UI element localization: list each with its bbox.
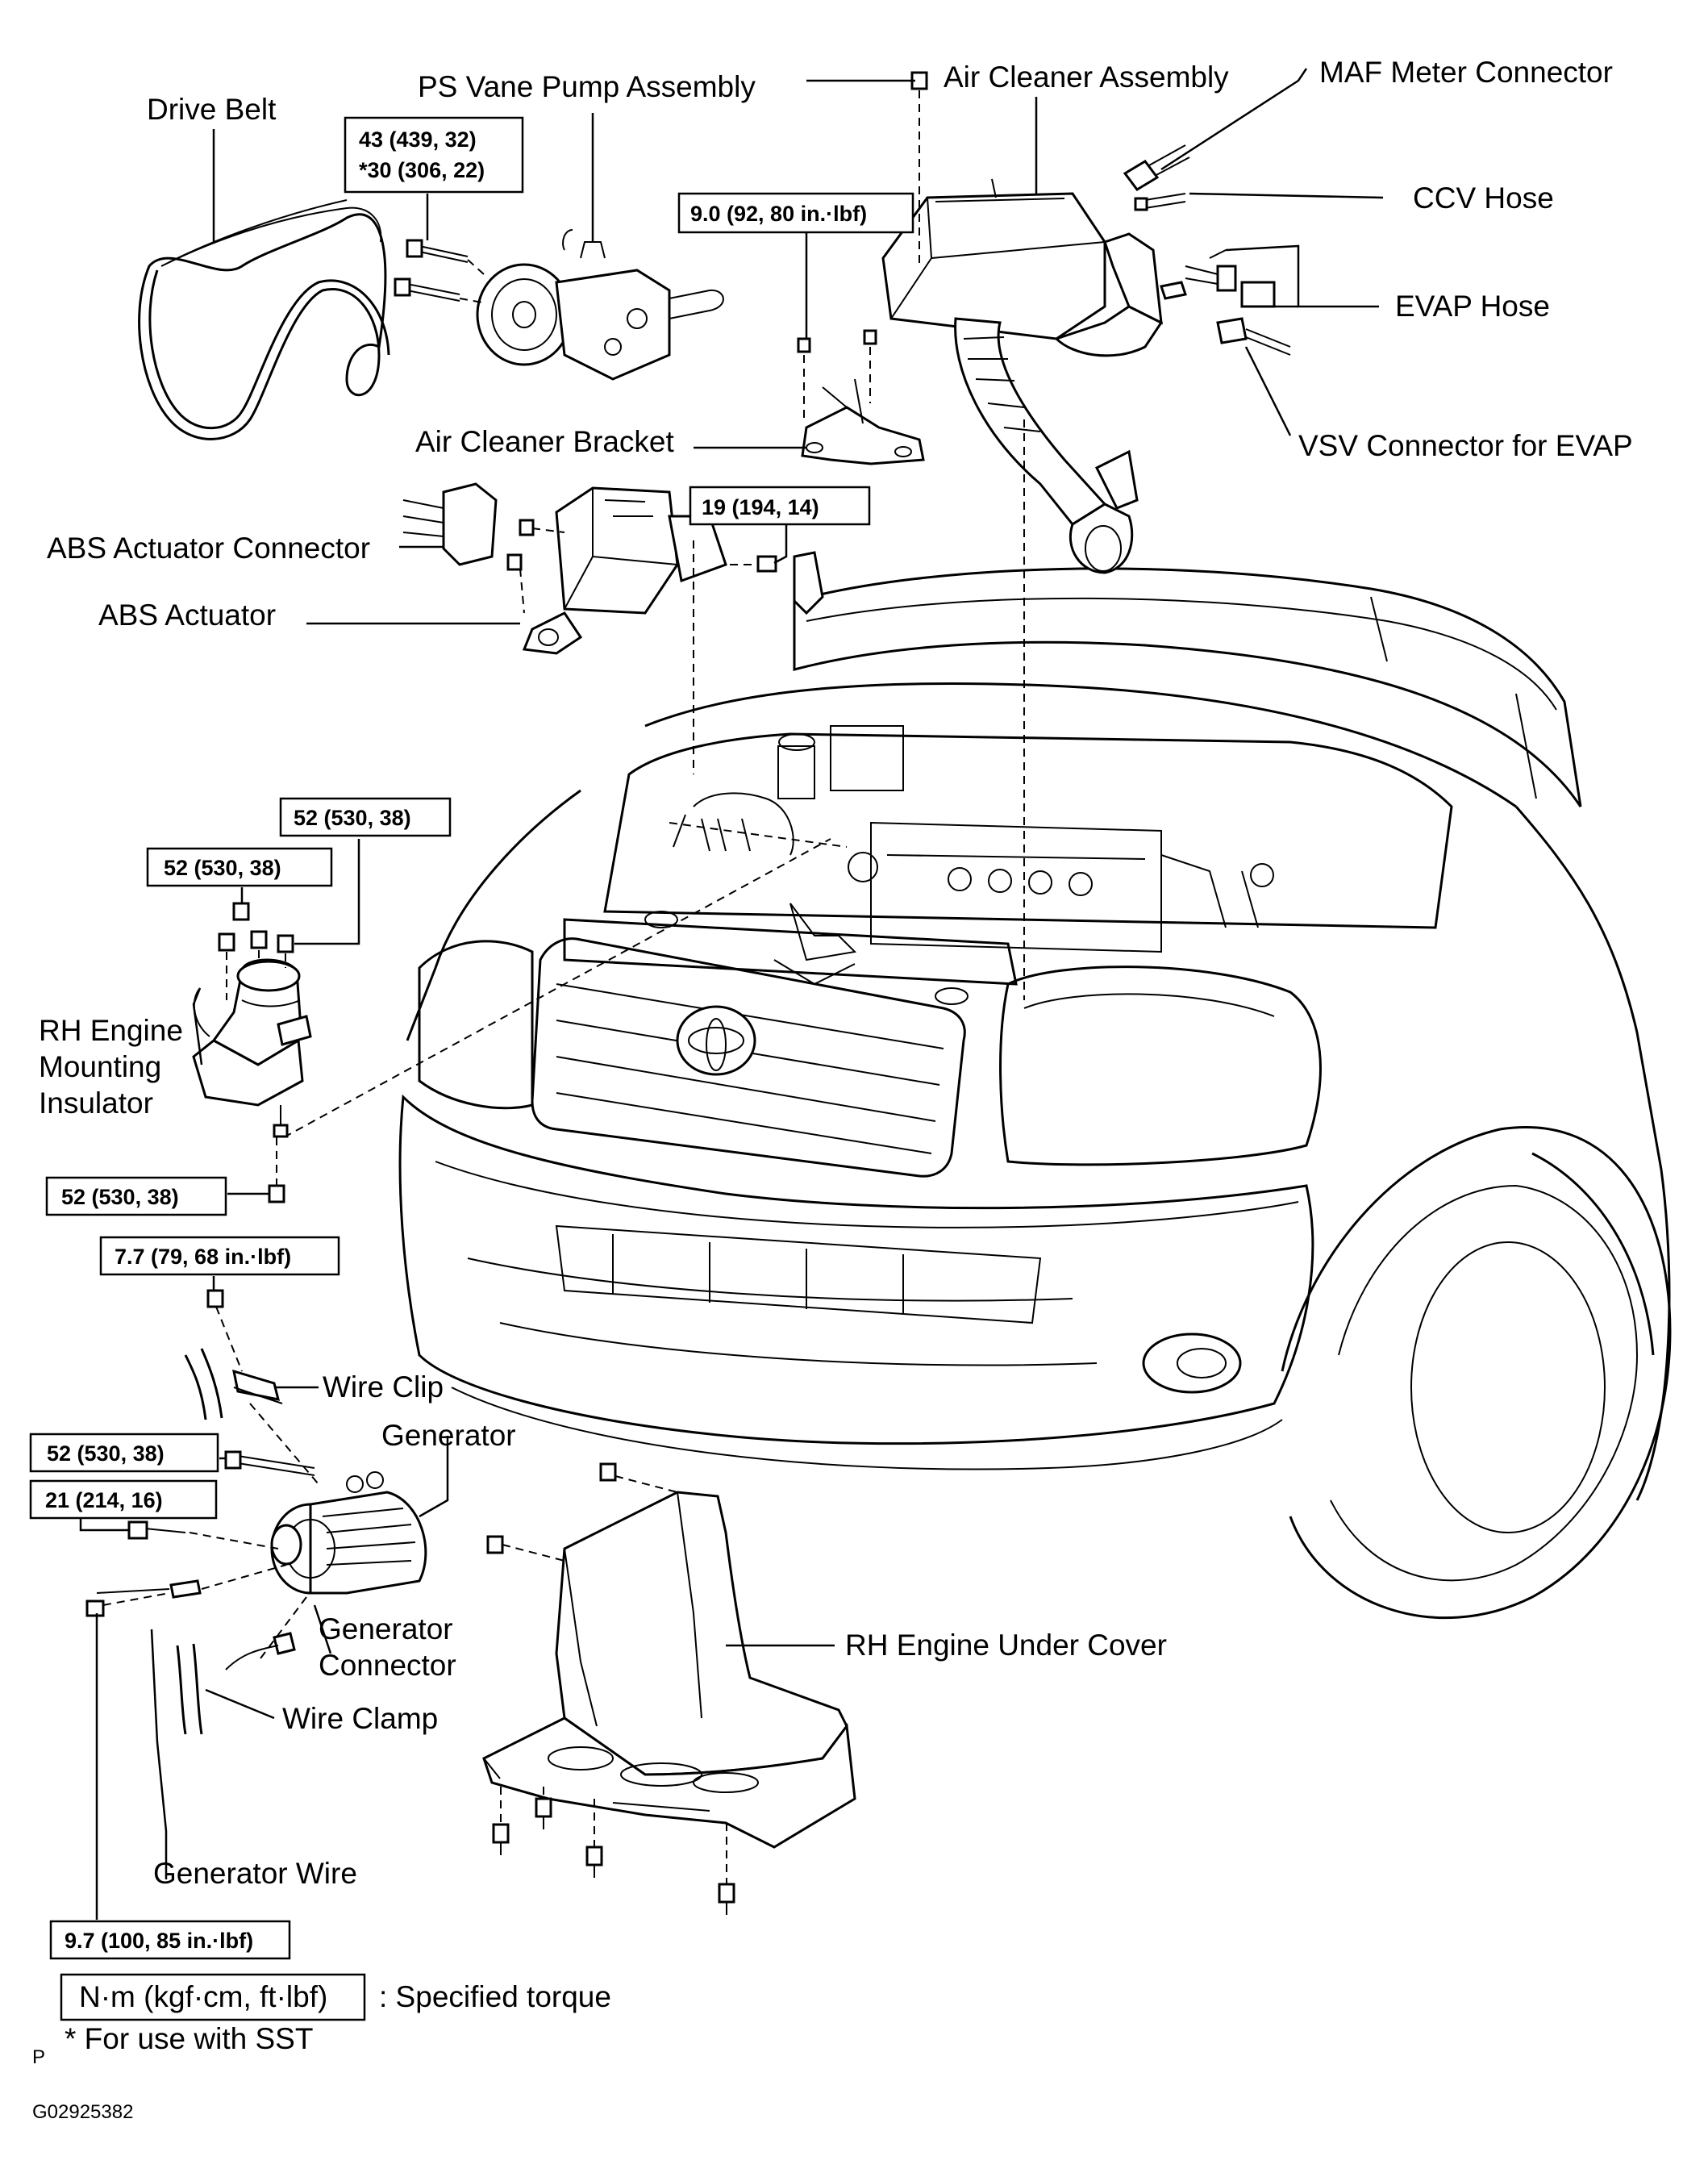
torque-wire-clip: 7.7 (79, 68 in.·lbf): [115, 1245, 291, 1269]
abs-actuator-illustration: [402, 482, 824, 655]
air-cleaner-illustration: [881, 144, 1291, 574]
ps-vane-pump-illustration: [394, 229, 724, 381]
torque-mount-top-left: 52 (530, 38): [164, 856, 281, 880]
footer: P G02925382: [32, 2046, 133, 2123]
label-ps-vane-pump: PS Vane Pump Assembly: [418, 70, 756, 103]
legend: N·m (kgf·cm, ft·lbf) : Specified torque …: [60, 1973, 611, 2055]
drive-belt-illustration: [138, 199, 390, 440]
torque-generator-wire: 9.7 (100, 85 in.·lbf): [65, 1929, 253, 1953]
label-generator-connector-2: Connector: [319, 1649, 456, 1682]
generator-illustration: [85, 1289, 427, 1735]
under-cover-illustration: [482, 1462, 856, 1915]
label-generator-wire: Generator Wire: [153, 1857, 357, 1890]
air-cleaner-bracket-illustration: [797, 71, 928, 465]
torque-ps-pump-1: 43 (439, 32): [359, 127, 477, 152]
footer-letter: P: [32, 2046, 45, 2068]
vehicle-front-illustration: [398, 567, 1672, 1620]
legend-unit-box: N·m (kgf·cm, ft·lbf): [79, 1980, 327, 2013]
label-generator-connector-1: Generator: [319, 1612, 453, 1645]
part-labels: Drive Belt PS Vane Pump Assembly Air Cle…: [39, 56, 1633, 1890]
label-maf-meter-connector: MAF Meter Connector: [1319, 56, 1613, 89]
label-air-cleaner-assembly: Air Cleaner Assembly: [944, 60, 1229, 94]
label-vsv-connector: VSV Connector for EVAP: [1298, 429, 1633, 462]
torque-mount-top-right: 52 (530, 38): [294, 806, 411, 830]
label-rh-engine-mounting-1: RH Engine: [39, 1014, 183, 1047]
torque-generator-bolt: 52 (530, 38): [47, 1441, 165, 1466]
legend-sst-note: * For use with SST: [65, 2022, 313, 2055]
label-wire-clamp: Wire Clamp: [282, 1702, 438, 1735]
legend-unit-desc: : Specified torque: [379, 1980, 611, 2013]
label-evap-hose: EVAP Hose: [1395, 290, 1550, 323]
label-abs-actuator-connector: ABS Actuator Connector: [47, 532, 370, 565]
label-ccv-hose: CCV Hose: [1413, 181, 1554, 215]
label-generator: Generator: [381, 1419, 516, 1452]
figure-id: G02925382: [32, 2101, 133, 2123]
torque-ps-pump-2: *30 (306, 22): [359, 158, 485, 182]
label-drive-belt: Drive Belt: [147, 93, 277, 126]
label-wire-clip: Wire Clip: [323, 1370, 444, 1403]
torque-air-cleaner: 9.0 (92, 80 in.·lbf): [690, 202, 867, 226]
torque-specs: 43 (439, 32) *30 (306, 22) 9.0 (92, 80 i…: [29, 116, 914, 1960]
engine-mount-illustration: [192, 419, 1025, 1203]
label-air-cleaner-bracket: Air Cleaner Bracket: [415, 425, 675, 458]
label-abs-actuator: ABS Actuator: [98, 599, 276, 632]
label-rh-engine-mounting-2: Mounting: [39, 1050, 161, 1083]
torque-abs-bracket: 19 (194, 14): [702, 495, 819, 519]
torque-mount-bottom: 52 (530, 38): [61, 1185, 179, 1209]
label-rh-engine-mounting-3: Insulator: [39, 1086, 153, 1120]
label-rh-engine-under-cover: RH Engine Under Cover: [845, 1629, 1167, 1662]
leader-lines: [79, 68, 1384, 1920]
torque-generator-lower: 21 (214, 16): [45, 1488, 163, 1512]
